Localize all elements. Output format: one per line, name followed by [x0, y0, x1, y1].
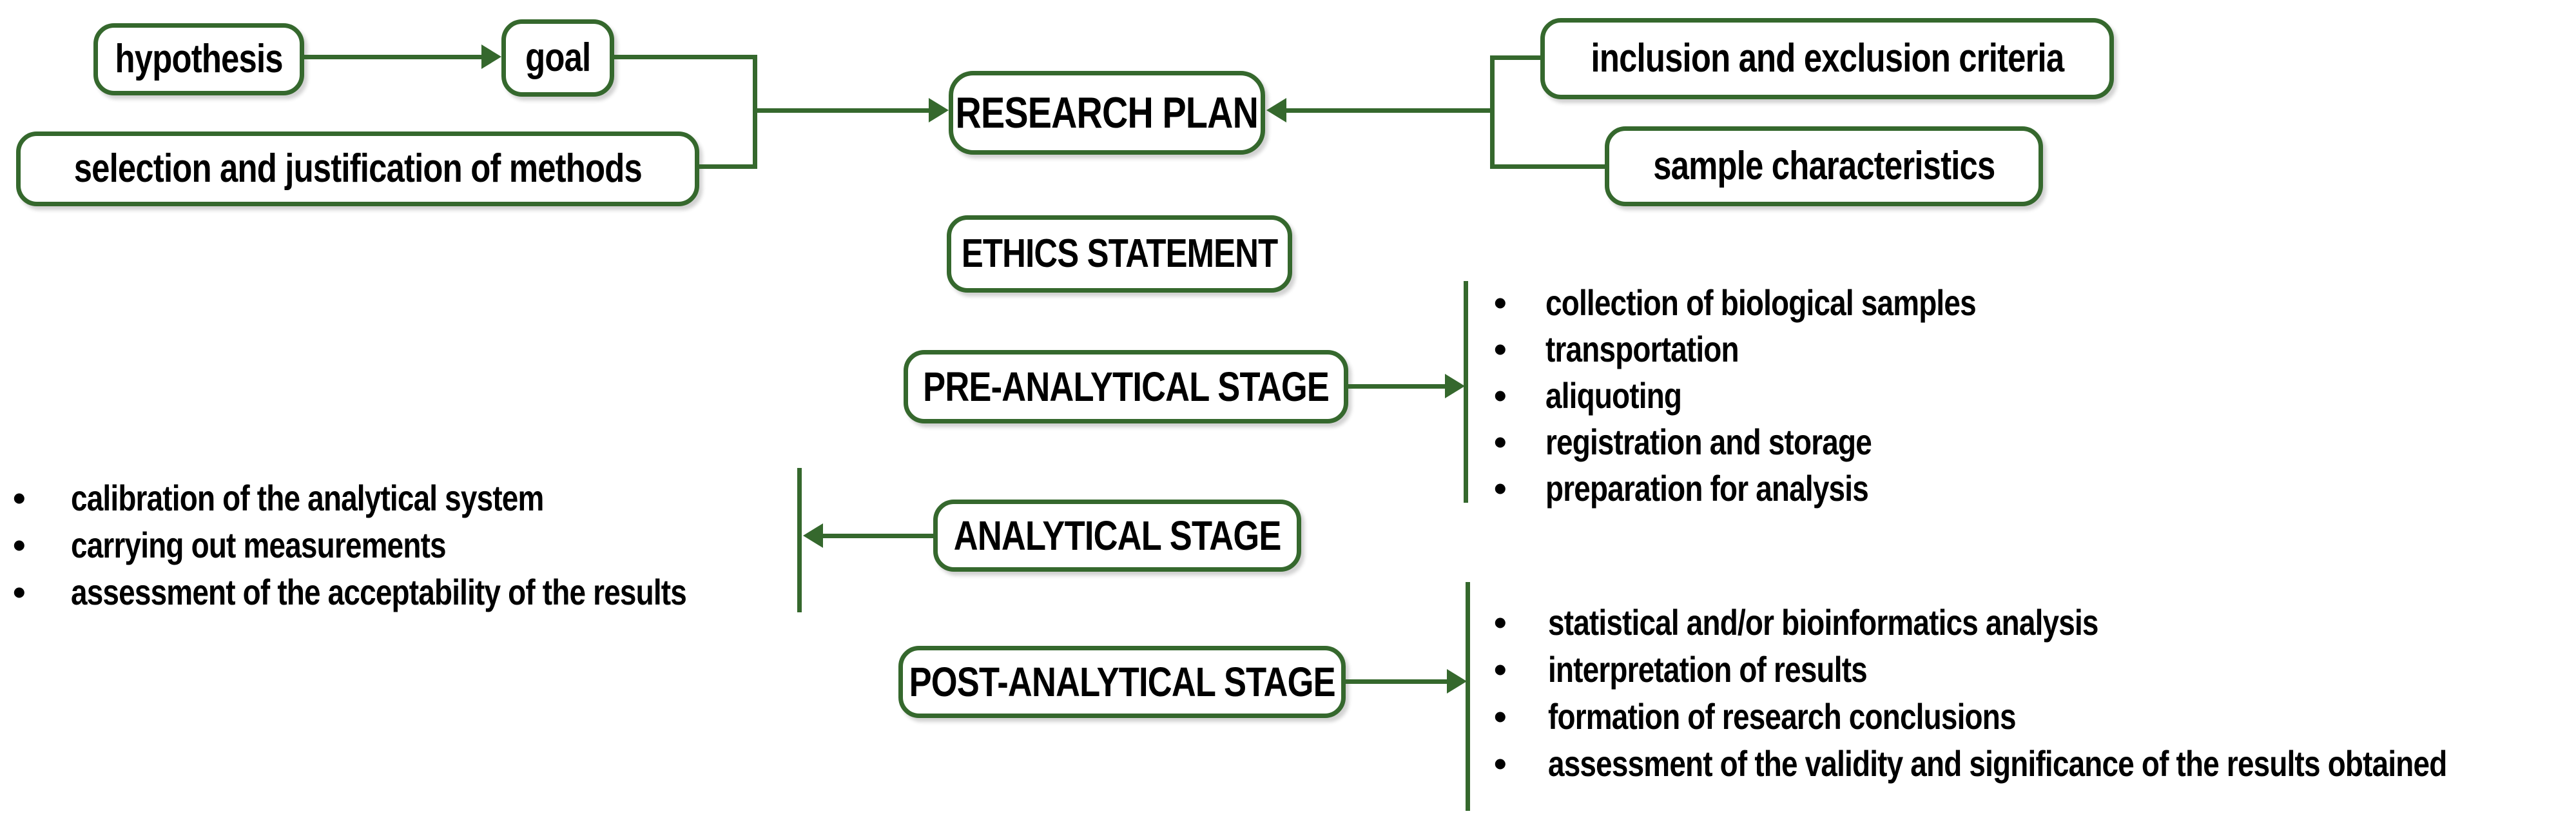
hypothesis-label: hypothesis — [115, 37, 283, 81]
analytical-stage-label: ANALYTICAL STAGE — [953, 512, 1282, 559]
bullet-icon: • — [1494, 601, 1507, 643]
inclusion-criteria-label: inclusion and exclusion criteria — [1591, 36, 2064, 81]
line-analytical-list — [797, 468, 802, 612]
list-item: • statistical and/or bioinformatics anal… — [1477, 599, 2576, 646]
bullet-icon: • — [1494, 375, 1507, 416]
bullet-icon: • — [13, 477, 26, 518]
box-post-analytical-stage: POST-ANALYTICAL STAGE — [898, 646, 1346, 718]
bracket-criteria-vertical — [1490, 55, 1495, 169]
line-pre-analytical-list — [1464, 281, 1468, 503]
box-analytical-stage: ANALYTICAL STAGE — [933, 500, 1301, 572]
list-item-text: aliquoting — [1545, 375, 1682, 416]
bracket-criteria-bottom — [1490, 164, 1606, 169]
box-pre-analytical-stage: PRE-ANALYTICAL STAGE — [904, 350, 1348, 423]
pre-analytical-list: • collection of biological samples • tra… — [1476, 280, 2070, 512]
connector-goal-right — [614, 55, 757, 59]
list-item-text: carrying out measurements — [71, 524, 447, 565]
post-analytical-stage-label: POST-ANALYTICAL STAGE — [909, 659, 1335, 705]
box-research-plan: RESEARCH PLAN — [949, 71, 1265, 155]
list-item: • preparation for analysis — [1476, 465, 2070, 512]
research-plan-label: RESEARCH PLAN — [955, 88, 1259, 137]
arrowhead-right-icon — [481, 44, 501, 69]
bullet-icon: • — [13, 524, 26, 565]
arrowhead-right-icon — [929, 98, 949, 122]
sample-characteristics-label: sample characteristics — [1652, 144, 1995, 188]
bullet-icon: • — [1494, 422, 1507, 462]
list-item: • assessment of the validity and signifi… — [1477, 740, 2576, 787]
bullet-icon: • — [1494, 695, 1507, 737]
list-item: • carrying out measurements — [0, 521, 822, 568]
connector-methods-right — [699, 164, 757, 169]
arrow-post-analytical-line — [1346, 679, 1449, 684]
box-goal: goal — [501, 19, 614, 97]
box-methods: selection and justification of methods — [16, 131, 699, 206]
list-item-text: transportation — [1545, 329, 1739, 369]
box-hypothesis: hypothesis — [93, 23, 304, 95]
list-item: • calibration of the analytical system — [0, 474, 822, 521]
list-item-text: registration and storage — [1545, 422, 1872, 462]
line-post-analytical-list — [1466, 582, 1470, 811]
analytical-list: • calibration of the analytical system •… — [0, 474, 822, 616]
ethics-statement-label: ETHICS STATEMENT — [961, 231, 1278, 276]
arrow-pre-analytical-line — [1348, 384, 1448, 389]
pre-analytical-stage-label: PRE-ANALYTICAL STAGE — [923, 364, 1330, 410]
box-inclusion-criteria: inclusion and exclusion criteria — [1540, 18, 2114, 99]
bullet-icon: • — [13, 571, 26, 612]
box-ethics-statement: ETHICS STATEMENT — [947, 215, 1292, 293]
methods-label: selection and justification of methods — [73, 146, 642, 191]
list-item-text: preparation for analysis — [1545, 468, 1869, 509]
arrowhead-right-icon — [1447, 669, 1467, 694]
list-item-text: collection of biological samples — [1545, 282, 1977, 323]
arrow-into-research-plan-right-line — [1285, 108, 1495, 113]
list-item: • registration and storage — [1476, 419, 2070, 465]
box-sample-characteristics: sample characteristics — [1605, 126, 2043, 206]
bullet-icon: • — [1494, 743, 1507, 784]
arrowhead-right-icon — [1445, 374, 1465, 398]
list-item: • aliquoting — [1476, 373, 2070, 419]
bullet-icon: • — [1494, 282, 1507, 323]
list-item: • collection of biological samples — [1476, 280, 2070, 326]
bracket-criteria-top — [1490, 55, 1542, 60]
arrow-into-research-plan-left-line — [753, 108, 931, 113]
list-item-text: calibration of the analytical system — [71, 477, 544, 518]
bullet-icon: • — [1494, 648, 1507, 690]
list-item-text: assessment of the validity and significa… — [1548, 743, 2447, 784]
bullet-icon: • — [1494, 329, 1507, 369]
list-item: • assessment of the acceptability of the… — [0, 568, 822, 616]
arrow-hypothesis-goal-line — [304, 55, 485, 59]
list-item-text: interpretation of results — [1548, 648, 1868, 690]
list-item-text: statistical and/or bioinformatics analys… — [1548, 601, 2098, 643]
list-item-text: formation of research conclusions — [1548, 695, 2017, 737]
bullet-icon: • — [1494, 468, 1507, 509]
post-analytical-list: • statistical and/or bioinformatics anal… — [1477, 599, 2576, 787]
goal-label: goal — [525, 35, 591, 80]
arrowhead-left-icon — [803, 523, 823, 548]
list-item-text: assessment of the acceptability of the r… — [71, 571, 687, 612]
arrow-analytical-line — [822, 534, 935, 538]
list-item: • transportation — [1476, 326, 2070, 373]
list-item: • formation of research conclusions — [1477, 693, 2576, 740]
list-item: • interpretation of results — [1477, 646, 2576, 693]
arrowhead-left-icon — [1266, 98, 1286, 122]
